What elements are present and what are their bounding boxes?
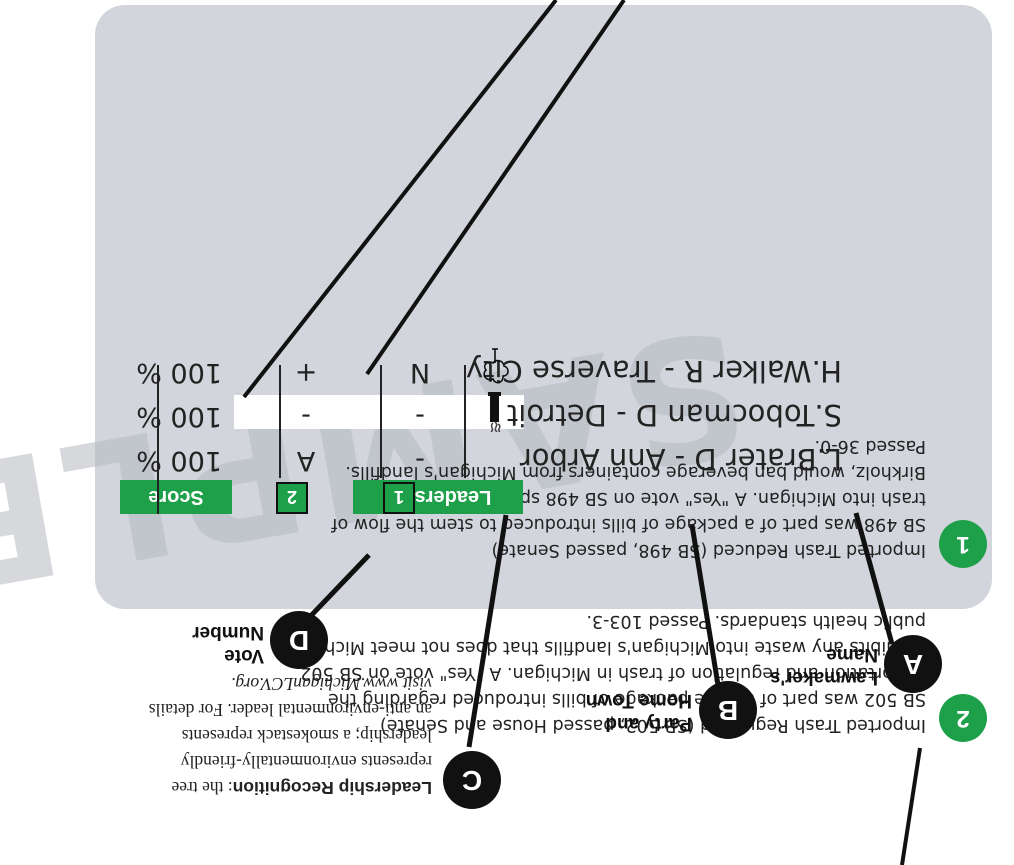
score-value: 100 %: [136, 445, 222, 476]
callout-a-line: Name: [826, 644, 878, 665]
bill-1-badge: 1: [939, 520, 987, 568]
callout-c-line: an anti-environmental leader. For detail…: [148, 700, 432, 720]
callout-b-marker: B: [699, 681, 757, 739]
vote-2-value: -: [301, 401, 311, 432]
callout-c-marker: C: [443, 751, 501, 809]
callout-c-legend: Leadership Recognition: the tree represe…: [92, 671, 432, 801]
callout-a-label: Lawmaker's Name: [770, 643, 878, 689]
callout-a-line: Lawmaker's: [769, 667, 878, 688]
callout-c-title: Leadership Recognition: [232, 778, 432, 798]
bill-1-line: SB 498 was part of a package of bills in…: [331, 514, 926, 534]
callout-b-line: Home Town: [585, 690, 692, 711]
header-vote-1: 1: [383, 482, 415, 514]
lawmaker-name: S.Tobocman D - Detroit: [506, 398, 842, 432]
tree-icon: [483, 348, 509, 384]
header-vote-2: 2: [276, 482, 308, 514]
table-row: S.Tobocman D - Detroit - - 100 %: [0, 392, 1014, 432]
lawmaker-name: L.Brater D - Ann Arbor: [519, 442, 842, 476]
header-score: Score: [120, 480, 232, 514]
header-leadership: Leadership: [353, 480, 523, 514]
score-value: 100 %: [136, 357, 222, 388]
bill-2-badge: 2: [939, 694, 987, 742]
callout-d-label: Vote Number: [192, 621, 264, 667]
callout-d-line: Vote: [224, 645, 264, 666]
table-row: L.Brater D - Ann Arbor - A 100 %: [0, 436, 1014, 476]
callout-d-line: Number: [192, 622, 264, 643]
callout-b-label: Party and Home Town: [586, 689, 692, 735]
vote-1-value: -: [415, 445, 425, 476]
callout-b-line: Party and: [605, 713, 692, 734]
lawmaker-name: H.Walker R - Traverse City: [465, 354, 842, 388]
vote-2-value: +: [294, 357, 318, 388]
callout-c-line: represents environmentally-friendly: [180, 752, 432, 772]
bill-1-line: trash into Michigan. A "Yes" vote on SB …: [378, 488, 926, 508]
callout-d-marker: D: [270, 611, 328, 669]
vote-1-value: -: [415, 401, 425, 432]
vote-1-value: N: [409, 357, 431, 388]
vote-2-value: A: [296, 445, 316, 476]
score-value: 100 %: [136, 401, 222, 432]
smokestack-icon: [488, 392, 501, 432]
callout-c-line: visit www.MichiganLCV.org.: [231, 674, 432, 694]
callout-c-text: : the tree: [171, 778, 233, 798]
table-row: H.Walker R - Traverse City N + 100 %: [0, 348, 1014, 388]
callout-c-line: Leadership Recognition: the tree: [92, 775, 432, 801]
callout-a-marker: A: [884, 635, 942, 693]
bill-1-title: Imported Trash Reduced (SB 498, passed S…: [491, 540, 926, 560]
connector-bill-2: [900, 747, 922, 865]
callout-c-line: leadership; a smokestack represents: [181, 726, 432, 746]
